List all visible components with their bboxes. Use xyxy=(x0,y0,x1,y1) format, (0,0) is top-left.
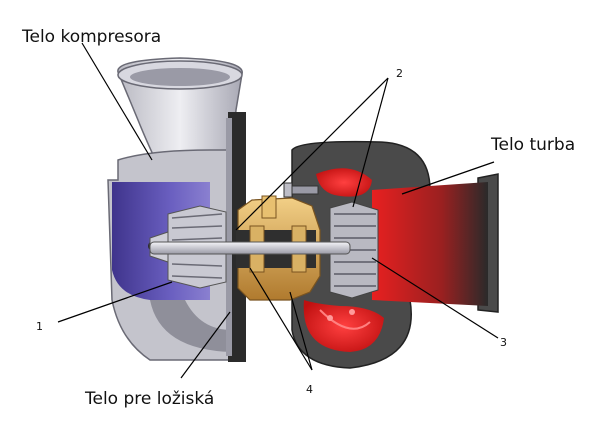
turbine-wheel xyxy=(329,201,379,299)
callout-number-4: 4 xyxy=(306,383,313,396)
label-turbine-housing: Telo turba xyxy=(490,135,575,155)
callout-number-2: 2 xyxy=(396,67,403,80)
leader-lines xyxy=(57,42,499,379)
turbo-shaft xyxy=(149,241,351,255)
callout-number-3: 3 xyxy=(500,336,507,349)
label-compressor-housing: Telo kompresora xyxy=(21,27,161,47)
compressor-housing xyxy=(107,57,246,362)
label-bearing-housing: Telo pre ložiská xyxy=(84,389,214,409)
callout-number-1: 1 xyxy=(36,320,43,333)
turbine-housing xyxy=(283,140,499,369)
